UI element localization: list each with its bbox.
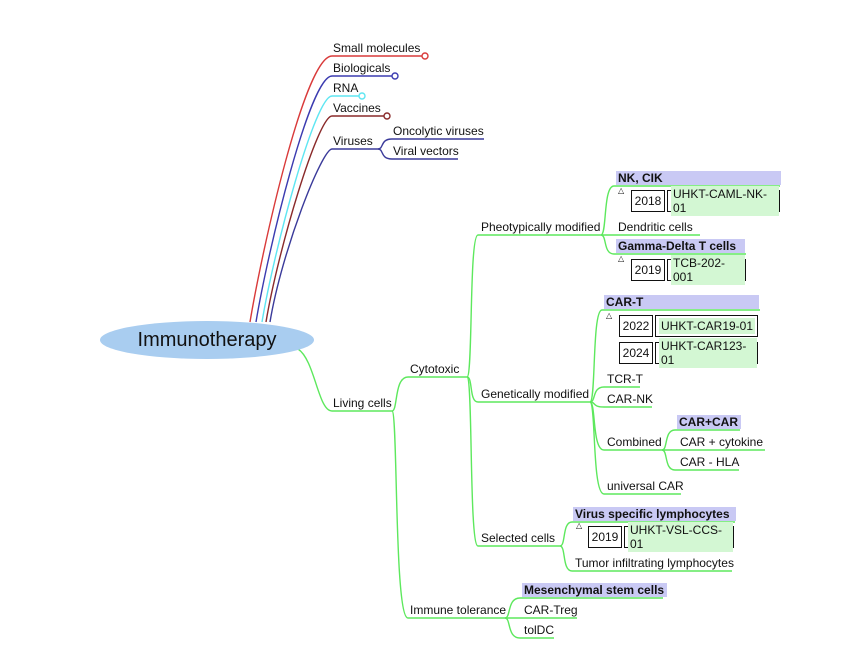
link-immune-tolerance [391, 410, 505, 619]
collapse-circle-icon[interactable] [391, 72, 399, 80]
node-car-car[interactable]: CAR+CAR [677, 415, 742, 429]
node-combined[interactable]: Combined [607, 435, 662, 449]
link-living-cells [297, 348, 392, 412]
link-selected [466, 376, 560, 547]
node-car-hla[interactable]: CAR - HLA [680, 455, 740, 469]
link-rna [261, 95, 359, 323]
link-nk-cik [600, 185, 780, 236]
node-rna[interactable]: RNA [333, 81, 359, 95]
link-toldc [504, 617, 554, 639]
trial-code: UHKT-CAR123-01 [655, 338, 758, 368]
link-til [559, 545, 732, 572]
node-biologicals[interactable]: Biologicals [333, 61, 391, 75]
link-msc [504, 597, 663, 619]
node-cytotoxic[interactable]: Cytotoxic [410, 362, 460, 376]
collapse-triangle-icon[interactable]: △ [606, 311, 613, 320]
collapse-circle-icon[interactable] [358, 92, 366, 100]
link-viruses [269, 148, 378, 323]
trial-year: 2022 [619, 315, 653, 337]
node-oncolytic-viruses[interactable]: Oncolytic viruses [393, 124, 484, 138]
node-nk-cik[interactable]: NK, CIK [616, 171, 781, 185]
node-genetically-modified[interactable]: Genetically modified [481, 387, 590, 401]
link-vsl [559, 521, 735, 547]
link-universal-car [589, 401, 681, 495]
node-tcr-t[interactable]: TCR-T [607, 372, 643, 386]
link-genetic [466, 376, 590, 403]
collapse-circle-icon[interactable] [383, 112, 391, 120]
node-gamma-delta-t-cells[interactable]: Gamma-Delta T cells [616, 239, 745, 253]
link-car-car [661, 429, 740, 451]
node-car-nk[interactable]: CAR-NK [607, 392, 654, 406]
node-toldc[interactable]: tolDC [524, 623, 555, 637]
node-dendritic-cells[interactable]: Dendritic cells [618, 220, 693, 234]
node-mesenchymal-stem-cells[interactable]: Mesenchymal stem cells [522, 583, 668, 597]
node-vaccines[interactable]: Vaccines [333, 101, 381, 115]
trial-year: 2024 [619, 342, 653, 364]
node-virus-specific-lymphocytes[interactable]: Virus specific lymphocytes [573, 507, 736, 521]
node-universal-car[interactable]: universal CAR [607, 479, 684, 493]
trial-code: UHKT-CAML-NK-01 [667, 186, 780, 216]
link-pheno [466, 234, 601, 378]
collapse-triangle-icon[interactable]: △ [618, 186, 625, 195]
link-vaccines [265, 115, 384, 323]
node-phenotypically-modified[interactable]: Pheotypically modified [481, 220, 601, 234]
node-living-cells[interactable]: Living cells [333, 396, 392, 410]
node-selected-cells[interactable]: Selected cells [481, 531, 556, 545]
trial-year: 2019 [588, 526, 622, 548]
node-car-cytokine[interactable]: CAR + cytokine [680, 435, 764, 449]
trial-code: TCB-202-001 [667, 255, 746, 285]
collapse-circle-icon[interactable] [421, 52, 429, 60]
collapse-triangle-icon[interactable]: △ [618, 254, 625, 263]
node-car-t[interactable]: CAR-T [604, 295, 759, 309]
root-label: Immunotherapy [137, 328, 277, 351]
trial-code: UHKT-VSL-CCS-01 [624, 522, 734, 552]
link-viral-vectors [377, 148, 458, 160]
collapse-triangle-icon[interactable]: △ [576, 521, 583, 530]
link-biologicals [255, 75, 392, 323]
node-immune-tolerance[interactable]: Immune tolerance [410, 603, 507, 617]
trial-year: 2019 [631, 259, 665, 281]
link-tcr-t [589, 386, 640, 403]
node-viruses[interactable]: Viruses [333, 134, 373, 148]
root-node[interactable]: Immunotherapy [100, 321, 314, 359]
node-tumor-infiltrating-lymphocytes[interactable]: Tumor infiltrating lymphocytes [575, 556, 734, 570]
link-car-t [589, 309, 760, 403]
node-viral-vectors[interactable]: Viral vectors [393, 144, 459, 158]
link-car-hla [661, 449, 739, 471]
trial-code: UHKT-CAR19-01 [655, 315, 758, 337]
trial-year: 2018 [631, 190, 665, 212]
node-car-treg[interactable]: CAR-Treg [524, 603, 578, 617]
node-small-molecules[interactable]: Small molecules [333, 41, 421, 55]
link-cytotoxic [391, 376, 467, 412]
link-small-molecules [249, 55, 422, 323]
link-gamma-delta [600, 234, 746, 255]
